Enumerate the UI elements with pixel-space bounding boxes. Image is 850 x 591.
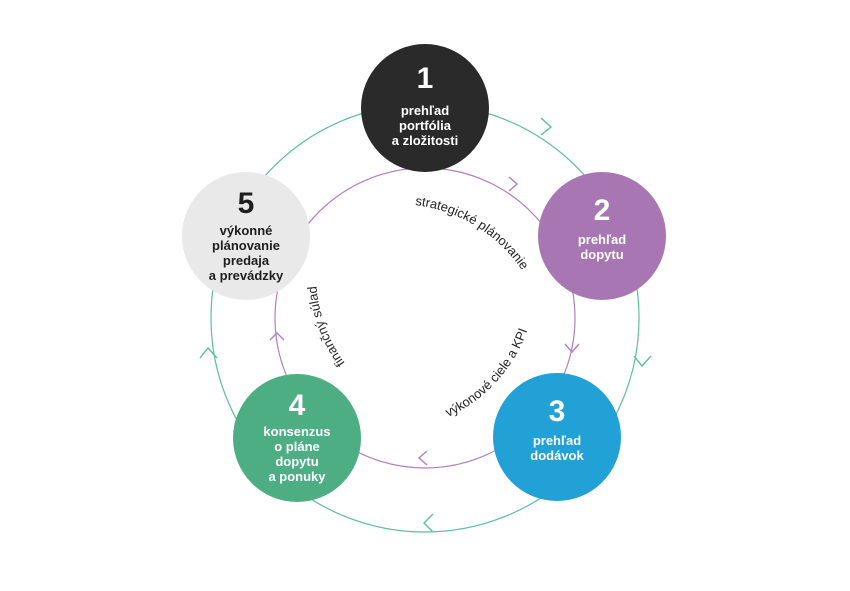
step-node-2[interactable]: 2 prehľad dopytu <box>538 172 666 300</box>
step-2-number: 2 <box>594 194 611 227</box>
step-4-line-1: konsenzus <box>263 424 330 439</box>
step-5-circle <box>182 172 310 300</box>
step-2-line-1: prehľad <box>578 232 626 247</box>
inner-arrow-2-3 <box>564 343 580 354</box>
step-4-line-4: a ponuky <box>268 469 326 484</box>
step-4-line-2: o pláne <box>274 439 320 454</box>
step-1-line-2: portfólia <box>399 118 452 133</box>
step-node-3[interactable]: 3 prehľad dodávok <box>493 373 621 501</box>
inner-ring-arrows <box>269 176 580 466</box>
step-node-4[interactable]: 4 konsenzus o pláne dopytu a ponuky <box>233 374 361 502</box>
step-node-1[interactable]: 1 prehľad portfólia a zložitosti <box>361 44 489 172</box>
step-5-line-2: plánovanie <box>212 238 280 253</box>
step-4-line-3: dopytu <box>275 454 318 469</box>
inner-arrow-1-2 <box>508 176 519 192</box>
outer-ring-arrows <box>199 117 652 533</box>
outer-arrow-1-2 <box>540 117 553 136</box>
step-2-line-2: dopytu <box>580 247 623 262</box>
outer-arrow-2-3 <box>633 355 652 368</box>
step-3-line-1: prehľad <box>533 433 581 448</box>
outer-arrow-4-5 <box>199 346 218 359</box>
step-4-number: 4 <box>289 389 306 422</box>
step-1-circle <box>361 44 489 172</box>
step-1-number: 1 <box>417 62 434 95</box>
step-2-circle <box>538 172 666 300</box>
step-3-number: 3 <box>549 395 566 428</box>
strategic-planning-label: strategické plánovanie <box>415 193 532 272</box>
outer-arrow-3-4 <box>423 513 434 533</box>
inner-arrow-4-5 <box>269 332 285 341</box>
step-5-line-3: predaja <box>223 253 270 268</box>
step-4-circle <box>233 374 361 502</box>
step-3-line-2: dodávok <box>530 448 584 463</box>
step-5-line-1: výkonné <box>220 223 273 238</box>
step-3-circle <box>493 373 621 501</box>
step-5-number: 5 <box>238 187 255 220</box>
financial-alignment-label: finančný súlad <box>304 286 347 370</box>
step-5-line-4: a prevádzky <box>209 268 284 283</box>
inner-arrow-3-4 <box>417 450 428 466</box>
step-1-line-1: prehľad <box>401 103 449 118</box>
step-node-5[interactable]: 5 výkonné plánovanie predaja a prevádzky <box>182 172 310 300</box>
step-1-line-3: a zložitosti <box>392 133 458 148</box>
